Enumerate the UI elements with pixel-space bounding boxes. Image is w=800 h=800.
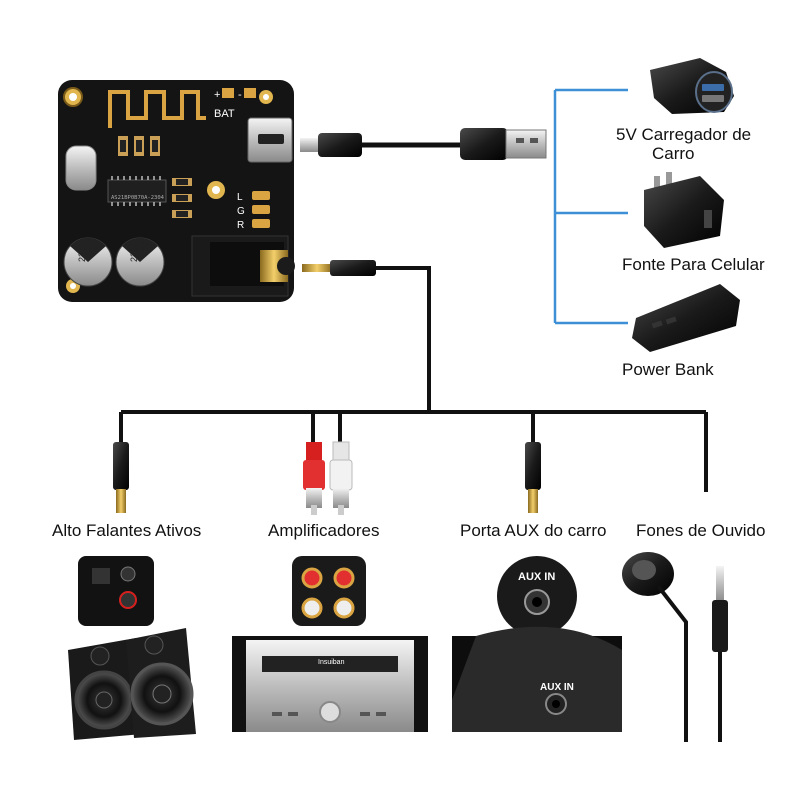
usb-a-plug [460, 128, 508, 160]
earphones-image [622, 552, 728, 742]
amplifier-image: Insuiban [232, 556, 428, 732]
pad-l [252, 191, 270, 200]
amp-brand-label: Insuiban [318, 659, 345, 666]
pin-g-label: G [237, 206, 245, 217]
pin-r-label: R [237, 220, 244, 231]
usb-a-plug-tip [505, 129, 547, 159]
pin-l-label: L [237, 192, 243, 203]
car-aux-label: Porta AUX do carro [460, 521, 607, 540]
phone-wall-adapter-icon [644, 172, 724, 248]
headphones-label: Fones de Ouvido [636, 521, 766, 540]
car-charger-label-line2: Carro [652, 144, 695, 163]
bluetooth-chip [107, 179, 167, 203]
amplifiers-label: Amplificadores [268, 521, 380, 540]
bat-pad-minus [244, 88, 256, 98]
pad-g [252, 205, 270, 214]
car-aux-port-image: AUX IN AUX IN [452, 556, 622, 732]
aux-plug-tip [302, 264, 332, 272]
smd-resistors [118, 136, 192, 218]
bat-minus-label: - [238, 89, 242, 101]
power-bank-icon [632, 284, 740, 352]
svg-text:VT: VT [144, 238, 154, 250]
car-charger-label-line1: 5V Carregador de [616, 125, 752, 144]
aux-plug-body [330, 260, 376, 276]
phone-adapter-label: Fonte Para Celular [622, 255, 765, 274]
bat-plus-label: + [214, 89, 220, 101]
active-speakers-image [68, 556, 196, 740]
svg-text:10V: 10V [136, 240, 146, 256]
micro-usb-plug-tip [300, 138, 320, 152]
aux-in-label-bottom: AUX IN [540, 682, 574, 693]
chip-marking: AS21BP0B70A-2304 [111, 195, 165, 201]
speaker-aux-plug [113, 442, 129, 513]
crystal-oscillator [65, 145, 97, 191]
capacitor-left: 220 10V VT [63, 237, 113, 287]
power-source-bracket [553, 88, 628, 325]
aux-cable-wire [376, 266, 431, 412]
car-charger-label: 5V Carregador de Carro [616, 125, 751, 163]
power-bank-label: Power Bank [622, 360, 714, 379]
aux-cable [302, 260, 431, 412]
car-charger-icon [650, 58, 734, 114]
audio-jack-socket [191, 235, 295, 297]
aux-in-label-top: AUX IN [518, 571, 555, 583]
bluetooth-audio-board: + - BAT AS21BP0B70A-2304 [58, 80, 295, 302]
usb-cable [300, 128, 547, 160]
svg-text:VT: VT [92, 238, 102, 250]
antenna-trace [108, 90, 206, 128]
speakers-label: Alto Falantes Ativos [52, 521, 202, 540]
bat-label: BAT [214, 108, 235, 120]
bat-pad-plus [222, 88, 234, 98]
output-bus [119, 410, 708, 492]
svg-text:220: 220 [77, 247, 87, 262]
rca-plug-white [329, 441, 353, 515]
svg-text:220: 220 [129, 247, 139, 262]
pad-r [252, 219, 270, 228]
car-aux-plug [525, 442, 541, 513]
micro-usb-plug [318, 133, 362, 157]
rca-plug-red [303, 442, 325, 515]
svg-text:10V: 10V [84, 240, 94, 256]
capacitor-right: 220 10V VT [115, 237, 165, 287]
